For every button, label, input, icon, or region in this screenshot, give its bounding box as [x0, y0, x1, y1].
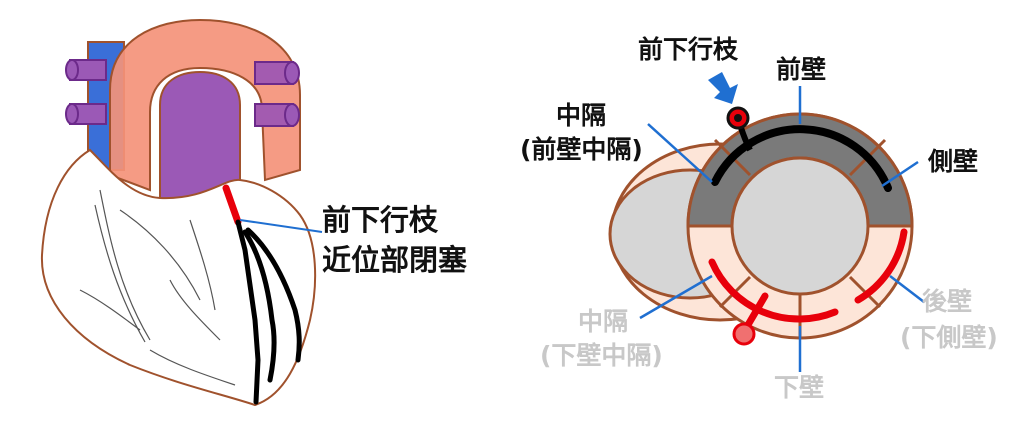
lad-arrow [708, 72, 738, 104]
occlusion-label-line2: 近位部閉塞 [322, 243, 467, 277]
inferior-wall-label: 下壁 [774, 373, 824, 402]
left-ventricle-cavity [730, 156, 870, 296]
anterior-septum-label-line2: (前壁中隔) [520, 135, 643, 164]
inferior-septum-label-line2: (下壁中隔) [540, 341, 663, 370]
lad-occlusion-segment [222, 184, 242, 226]
artery-label: 前下行枝 [638, 35, 739, 64]
inferior-septum-label-line1: 中隔 [578, 307, 628, 336]
posterior-wall-label-line1: 後壁 [922, 287, 972, 316]
anterior-septum-label-line1: 中隔 [556, 101, 606, 130]
aortic-arch [109, 18, 301, 192]
rca-dot [732, 322, 756, 346]
posterior-wall-label-line2: (下側壁) [900, 323, 998, 352]
lad-origin-inner [734, 114, 742, 122]
lad-branches [235, 219, 302, 405]
heart-vessel-lines [79, 189, 236, 386]
pulmonary-veins-right [254, 61, 300, 127]
pulmonary-veins-left [65, 59, 107, 125]
lateral-wall-label: 側壁 [927, 147, 978, 176]
lad-arc [711, 125, 892, 192]
heart-illustration [40, 18, 323, 407]
cross-section [608, 72, 925, 372]
occlusion-label-line1: 前下行枝 [322, 203, 439, 237]
cross-section-leaders [639, 86, 925, 372]
anterior-wall-label: 前壁 [776, 55, 826, 84]
heart-leader-line [239, 219, 323, 233]
